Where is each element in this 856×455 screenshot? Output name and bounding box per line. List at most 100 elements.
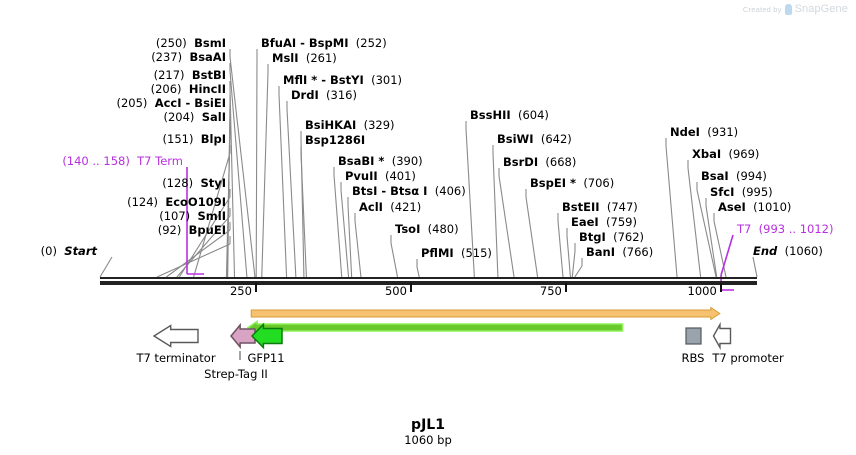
legend-icon-t7-promoter[interactable] [712,321,732,351]
enzyme-label-ndei[interactable]: NdeI (931) [670,126,738,138]
ruler-tick-mark [564,283,567,292]
backbone-line-upper [100,277,757,279]
feature-legend-label-gfp11[interactable]: GFP11 [247,351,285,365]
enzyme-label-xbai[interactable]: XbaI (969) [692,148,759,160]
enzyme-label-pvuii[interactable]: PvuII (401) [345,170,416,182]
enzyme-label-acci-bsiei[interactable]: (205) AccI - BsiEI [0,97,226,109]
enzyme-label-bfuai-bspmi[interactable]: BfuAI - BspMI (252) [261,37,387,49]
enzyme-name: BsmI [194,36,226,50]
enzyme-name: BlpI [200,132,226,146]
enzyme-label-bsmi[interactable]: (250) BsmI [0,37,226,49]
enzyme-name: NdeI [670,125,700,139]
enzyme-label-bsshii[interactable]: BssHII (604) [470,109,549,121]
enzyme-name: T7 Term [137,154,183,168]
feature-legend-label-t7-terminator[interactable]: T7 terminator [136,351,216,365]
enzyme-name: EaeI [571,215,599,229]
enzyme-label-btsi-bts-i[interactable]: BtsI - Btsα I (406) [352,185,466,197]
enzyme-label-pflmi[interactable]: PflMI (515) [421,247,492,259]
legend-icon-gfp11[interactable] [250,322,283,350]
end-label: End (1060) [753,245,823,257]
feature-legend-label-rbs[interactable]: RBS [681,351,705,365]
enzyme-name: AseI [718,200,746,214]
enzyme-label-tsoi[interactable]: TsoI (480) [395,223,459,235]
enzyme-label-styi[interactable]: (128) StyI [0,177,226,189]
legend-icon-rbs[interactable] [685,327,702,345]
feature-name-text: End [753,244,778,258]
enzyme-label-bani[interactable]: BanI (766) [586,246,653,258]
enzyme-name: BsaBI * [338,154,385,168]
enzyme-position: (515) [461,246,492,260]
enzyme-name: AclI [359,200,383,214]
enzyme-position: (316) [326,88,357,102]
ruler-tick-mark [719,283,722,292]
enzyme-label-bsaai[interactable]: (237) BsaAI [0,51,226,63]
enzyme-position: (390) [391,154,423,168]
enzyme-label-t7[interactable]: T7 (993 .. 1012) [737,223,833,235]
enzyme-position: (604) [517,108,549,122]
enzyme-label-bspei-[interactable]: BspEI * (706) [530,177,614,189]
enzyme-label-bsteii[interactable]: BstEII (747) [562,201,638,213]
enzyme-name: BfuAI - BspMI [261,36,349,50]
enzyme-label-blpi[interactable]: (151) BlpI [0,133,226,145]
legend-icon-strep-tag-ii[interactable] [230,322,256,350]
enzyme-name: BsiWI [497,132,534,146]
enzyme-position: (329) [363,118,395,132]
snapgene-logo-icon [784,3,792,15]
ruler-tick-mark [409,283,412,292]
enzyme-label-mfli-bstyi[interactable]: MflI * - BstYI (301) [283,74,402,86]
enzyme-label-bstbi[interactable]: (217) BstBI [0,69,226,81]
enzyme-label-sfci[interactable]: SfcI (995) [710,186,773,198]
enzyme-position: (124) [127,195,159,209]
enzyme-label-drdi[interactable]: DrdI (316) [291,89,357,101]
enzyme-position: (237) [151,50,183,64]
enzyme-position: (205) [116,96,148,110]
feature-legend-label-strep-tag-ii[interactable]: Strep-Tag II [204,367,268,381]
enzyme-position: (107) [159,209,191,223]
enzyme-label-sali[interactable]: (204) SalI [0,111,226,123]
enzyme-label-acli[interactable]: AclI (421) [359,201,421,213]
enzyme-name: BstBI [191,68,226,82]
enzyme-label-bsrdi[interactable]: BsrDI (668) [503,156,576,168]
position-text: (1060) [784,244,823,258]
legend-icon-t7-terminator[interactable] [152,324,199,348]
enzyme-label-bsiwi[interactable]: BsiWI (642) [497,133,572,145]
enzyme-position: (762) [613,230,645,244]
ruler-tick-label-1000: 1000 [687,284,717,298]
feature-legend-label-t7-promoter[interactable]: T7 promoter [712,351,784,365]
feature-legend-icons [152,321,732,360]
enzyme-label-bsai[interactable]: BsaI (994) [701,170,767,182]
enzyme-label-asei[interactable]: AseI (1010) [718,201,791,213]
enzyme-label-t7-term[interactable]: (140 .. 158) T7 Term [0,155,183,167]
enzyme-name: BtgI [579,230,606,244]
enzyme-label-msli[interactable]: MslI (261) [272,52,337,64]
enzyme-name: AccI - BsiEI [154,96,226,110]
enzyme-position: (969) [728,147,760,161]
enzyme-position: (993 .. 1012) [758,222,834,236]
enzyme-label-ecoo109i[interactable]: (124) EcoO109I [0,196,226,208]
enzyme-position: (668) [545,155,577,169]
enzyme-position: (261) [305,51,337,65]
enzyme-label-smli[interactable]: (107) SmlI [0,210,226,222]
enzyme-position: (151) [162,132,194,146]
enzyme-name: MflI * - BstYI [283,73,364,87]
enzyme-name: BspEI * [530,176,576,190]
enzyme-name: HincII [188,82,226,96]
enzyme-name: T7 [737,222,752,236]
enzyme-position: (128) [162,176,194,190]
enzyme-name: BstEII [562,200,600,214]
enzyme-label-bsihkai[interactable]: BsiHKAI (329) [305,119,395,131]
enzyme-position: (217) [153,68,185,82]
enzyme-label-btgi[interactable]: BtgI (762) [579,231,644,243]
enzyme-position: (406) [434,184,466,198]
enzyme-label-bpuei[interactable]: (92) BpuEI [0,224,226,236]
enzyme-label-bsp1286i[interactable]: Bsp1286I [305,134,365,146]
enzyme-label-eaei[interactable]: EaeI (759) [571,216,637,228]
orange-feature-arrow[interactable] [250,306,721,321]
enzyme-name: BsiHKAI [305,118,357,132]
enzyme-position: (204) [163,110,195,124]
enzyme-name: PvuII [345,169,378,183]
enzyme-label-hincii[interactable]: (206) HincII [0,83,226,95]
enzyme-label-bsabi-[interactable]: BsaBI * (390) [338,155,423,167]
enzyme-position: (706) [583,176,615,190]
enzyme-position: (480) [427,222,459,236]
